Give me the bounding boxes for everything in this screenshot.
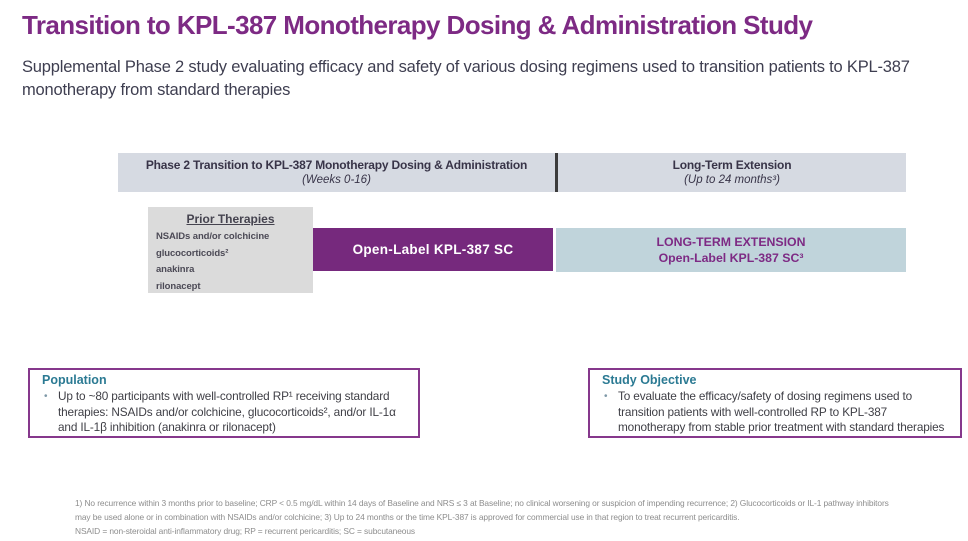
- long-term-extension-bar: LONG-TERM EXTENSION Open-Label KPL-387 S…: [556, 228, 906, 272]
- list-item: NSAIDs and/or colchicine: [156, 231, 270, 242]
- lte-bar-line2: Open-Label KPL-387 SC³: [658, 251, 804, 265]
- list-item: anakinra: [156, 264, 195, 275]
- footnote-line: NSAID = non-steroidal anti-inflammatory …: [75, 525, 415, 536]
- study-timeline-header: Phase 2 Transition to KPL-387 Monotherap…: [118, 153, 906, 192]
- phase2-title: Phase 2 Transition to KPL-387 Monotherap…: [145, 158, 528, 172]
- prior-therapies-list: NSAIDs and/or colchicine glucocorticoids…: [148, 229, 313, 295]
- timeline-divider: [555, 153, 558, 192]
- lte-bar-line1: LONG-TERM EXTENSION: [656, 235, 806, 249]
- list-item: rilonacept: [156, 280, 201, 292]
- bullet-dot: •: [44, 391, 48, 402]
- lte-duration: (Up to 24 months³): [684, 174, 780, 186]
- list-item: glucocorticoids²: [156, 247, 229, 259]
- lte-header-cell: Long-Term Extension (Up to 24 months³): [558, 153, 906, 192]
- study-objective-bullet-row: • To evaluate the efficacy/safety of dos…: [602, 389, 954, 436]
- study-objective-text: To evaluate the efficacy/safety of dosin…: [618, 389, 945, 434]
- population-heading: Population: [42, 373, 107, 387]
- footnotes: 1) No recurrence within 3 months prior t…: [75, 497, 955, 538]
- prior-therapies-title: Prior Therapies: [186, 212, 275, 226]
- open-label-treatment-bar: Open-Label KPL-387 SC: [313, 228, 553, 271]
- population-text: Up to ~80 participants with well-control…: [58, 389, 396, 434]
- open-label-bar-label: Open-Label KPL-387 SC: [352, 242, 514, 257]
- lte-title: Long-Term Extension: [672, 158, 792, 172]
- prior-therapies-box: Prior Therapies NSAIDs and/or colchicine…: [148, 207, 313, 293]
- footnote-line: 1) No recurrence within 3 months prior t…: [75, 498, 889, 508]
- study-objective-box: Study Objective • To evaluate the effica…: [588, 368, 962, 438]
- page-title: Transition to KPL-387 Monotherapy Dosing…: [22, 10, 813, 40]
- footnote-line: may be used alone or in combination with…: [75, 511, 740, 522]
- page-subtitle: Supplemental Phase 2 study evaluating ef…: [22, 58, 910, 100]
- population-bullet-row: • Up to ~80 participants with well-contr…: [42, 389, 412, 436]
- bullet-dot: •: [604, 391, 608, 402]
- phase2-duration: (Weeks 0-16): [302, 174, 371, 186]
- phase2-header-cell: Phase 2 Transition to KPL-387 Monotherap…: [118, 153, 555, 192]
- study-objective-heading: Study Objective: [602, 373, 697, 387]
- population-box: Population • Up to ~80 participants with…: [28, 368, 420, 438]
